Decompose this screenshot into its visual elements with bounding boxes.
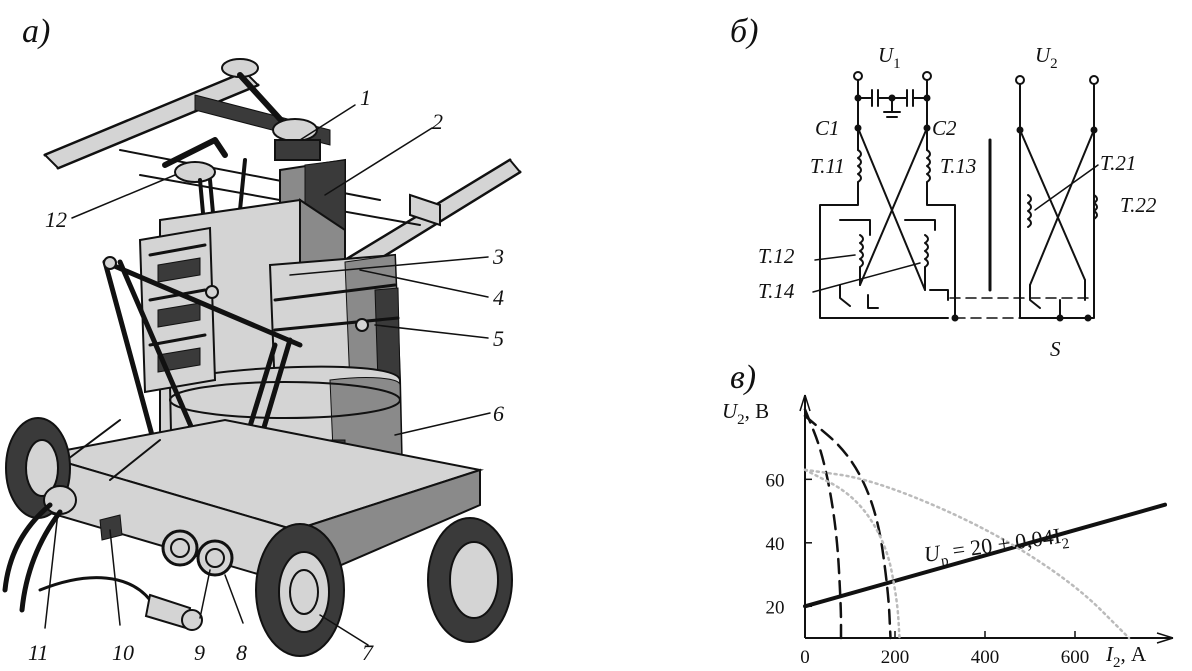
t11-label: T.11 [810,154,845,178]
callout-7: 7 [362,640,374,665]
s-label: S [1050,337,1061,361]
callout-10: 10 [112,640,134,665]
c2-label: C2 [932,116,957,140]
callout-9: 9 [194,640,205,665]
operating-voltage-line [803,502,1167,609]
callout-2: 2 [432,109,443,134]
u2-label: U2 [1035,43,1058,72]
t13-label: T.13 [940,154,976,178]
primary-windings: T.11 T.13 T.12 T.14 [758,127,976,322]
y-tick-label: 20 [766,597,785,618]
callout-8: 8 [236,640,247,665]
callout-12: 12 [45,207,67,232]
t14-label: T.14 [758,279,795,303]
power-cable-illustration [2,485,203,631]
callout-11: 11 [28,640,48,665]
transformer-core-illustration [159,158,404,500]
dotted-curve-1 [803,468,901,640]
primary-input-circuit: C1 C2 [815,71,957,140]
panel-b-circuit-diagram: б) U1 U2 C1 C2 T.11 [730,13,1157,361]
dashed-curve-1 [803,408,843,640]
y-tick-label: 60 [766,470,785,491]
t22-label: T.22 [1120,193,1157,217]
x-axis-arrow [1156,632,1174,644]
x-tick-label: 0 [800,647,810,668]
callout-5: 5 [493,326,504,351]
y-tick-label: 40 [766,534,785,555]
panel-c-volt-ampere-chart: в) U2, В I2, А 0 200 400 600 20 40 60 Uр = 20 … [722,359,1174,671]
x-axis-title: I2, А [1105,642,1147,671]
callout-6: 6 [493,401,504,426]
t12-label: T.12 [758,244,795,268]
panel-c-label: в) [730,359,756,396]
x-tick-label: 600 [1061,647,1090,668]
panel-a-transformer-cart-drawing: а) [2,13,522,665]
x-tick-label: 400 [971,647,1000,668]
equation-label: Uр = 20 + 0,04I2 [922,522,1070,572]
cart-base-illustration [39,418,484,587]
y-axis-title: U2, В [722,399,769,428]
callout-leader-lines [44,104,491,646]
callout-4: 4 [493,285,504,310]
callout-3: 3 [492,244,504,269]
callout-1: 1 [360,85,371,110]
y-axis-arrow [799,394,811,412]
u1-label: U1 [878,43,901,72]
dashed-curve-2 [803,414,892,640]
c1-label: C1 [815,116,840,140]
t21-label: T.21 [1100,151,1136,175]
dotted-curve-2 [803,468,1131,640]
x-tick-label: 200 [881,647,910,668]
panel-a-label: а) [22,13,50,50]
panel-b-label: б) [730,13,758,50]
secondary-circuit: T.21 T.22 S [949,75,1157,361]
chart-plot-area: 0 200 400 600 20 40 60 [766,394,1174,668]
